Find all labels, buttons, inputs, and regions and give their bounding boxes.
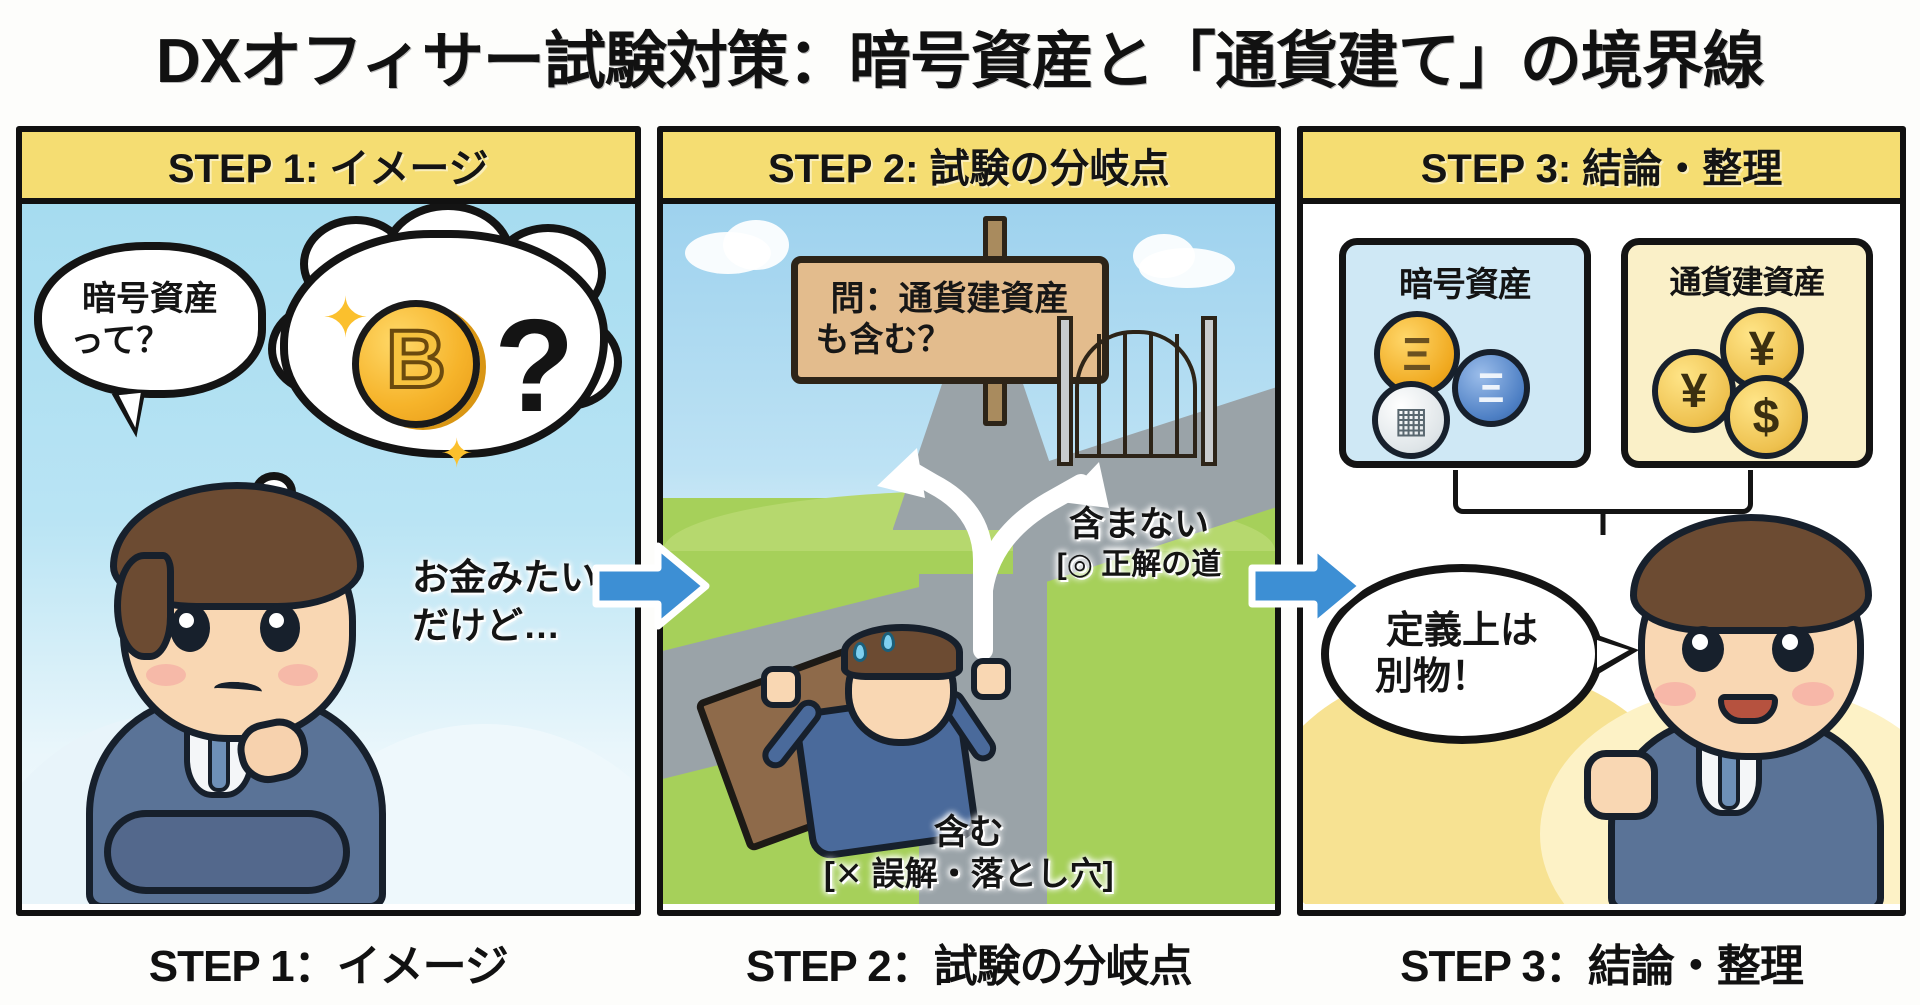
gate-bar <box>1175 334 1180 454</box>
white-fork-arrow-icon <box>876 448 1109 660</box>
character-hand-left <box>760 666 801 708</box>
gate-arch <box>1075 330 1198 458</box>
character-cheek-left <box>1654 682 1696 706</box>
cloud-icon <box>1133 234 1196 278</box>
panel-step3-header: STEP 3: 結論・整理 <box>1303 132 1900 204</box>
character-cheek-right <box>1792 682 1834 706</box>
conclusion-line-1: 定義上は <box>1386 609 1539 652</box>
panel-step1-body: ✦ B ? ✦ 暗号資産 って？ お金みたい だけど… <box>22 204 635 904</box>
card-crypto-assets: 暗号資産 Ξ Ξ ▦ <box>1339 238 1592 468</box>
character-eye-left <box>170 604 210 652</box>
card-currency-denominated-assets: 通貨建資産 ¥ ¥ $ <box>1621 238 1874 468</box>
sweat-drop-icon <box>852 642 867 662</box>
page-title: DXオフィサー試験対策：暗号資産と「通貨建て」の境界線 <box>156 27 1765 96</box>
conclusion-line-2: 別物！ <box>1375 656 1490 698</box>
character-eye-left <box>1682 626 1724 672</box>
note-line-1: お金みたい <box>412 557 597 598</box>
label-wrong-path: 含む [✕ 誤解・落とし穴] <box>663 812 1276 894</box>
gate-bar <box>1149 334 1154 454</box>
character-cheek-left <box>146 664 186 686</box>
card-fiat-label: 通貨建資産 <box>1669 264 1826 300</box>
panel-step2-header: STEP 2: 試験の分岐点 <box>662 132 1276 204</box>
gate-icon <box>1057 316 1218 466</box>
character-cheek-right <box>278 664 318 686</box>
label-correct-main: 含まない <box>1069 505 1210 544</box>
arrow-step2-to-step3 <box>1248 540 1366 630</box>
ethereum-blue-coin-icon: Ξ <box>1452 349 1531 427</box>
label-correct-path: 含まない [◎ 正解の道 <box>1019 504 1259 583</box>
gate-bar <box>1123 334 1128 454</box>
character-falling-businessman <box>694 598 1035 862</box>
character-hair <box>1630 514 1872 634</box>
panel-step2-body: 問：通貨建資産 も含む？ <box>662 204 1276 904</box>
label-wrong-main: 含む <box>933 813 1004 853</box>
question-mark-icon: ? <box>494 292 575 439</box>
speech-bubble-tail <box>111 390 151 440</box>
character-sideburn <box>114 552 174 660</box>
character-eye-right <box>1772 626 1814 672</box>
panel-step1: STEP 1: イメージ ✦ <box>16 126 641 916</box>
cloud-icon <box>722 220 789 270</box>
note-text: お金みたい だけど… <box>412 554 635 650</box>
character-fist <box>1584 750 1658 820</box>
speech-bubble-question: 暗号資産 って？ <box>34 242 266 398</box>
cards-connector-bracket <box>1453 470 1754 514</box>
panel-step3: STEP 3: 結論・整理 暗号資産 Ξ Ξ ▦ 通貨建資産 ¥ ¥ $ <box>1297 126 1906 916</box>
bitcoin-coin-icon: B <box>352 300 480 428</box>
caption-step2: STEP 2：試験の分岐点 <box>745 942 1193 991</box>
panel-step1-header: STEP 1: イメージ <box>22 132 635 204</box>
signboard-question: 問：通貨建資産 も含む？ <box>790 256 1109 384</box>
chip-coin-icon: ▦ <box>1372 381 1451 459</box>
arrow-step1-to-step2 <box>592 540 710 630</box>
label-wrong-note: [✕ 誤解・落とし穴] <box>823 855 1114 893</box>
gate-post-right <box>1201 316 1218 466</box>
panel-step3-body: 暗号資産 Ξ Ξ ▦ 通貨建資産 ¥ ¥ $ 定義上は 別物！ <box>1303 204 1900 904</box>
captions-row: STEP 1：イメージ STEP 2：試験の分岐点 STEP 3：結論・整理 <box>16 930 1906 1000</box>
speech-line-2: って？ <box>70 322 171 360</box>
note-line-2: だけど… <box>412 605 560 647</box>
panels-row: STEP 1: イメージ ✦ <box>16 126 1906 916</box>
character-hand-right <box>970 658 1011 700</box>
gate-post-left <box>1057 316 1074 466</box>
character-confused-businessman <box>42 482 422 904</box>
character-folded-arm <box>104 810 350 894</box>
panel-step2: STEP 2: 試験の分岐点 <box>656 126 1282 916</box>
character-mouth <box>1718 694 1778 724</box>
caption-step1: STEP 1：イメージ <box>148 942 509 991</box>
card-crypto-label: 暗号資産 <box>1399 266 1532 304</box>
bitcoin-symbol: B <box>384 312 447 407</box>
gate-bar <box>1097 334 1102 454</box>
caption-step3: STEP 3：結論・整理 <box>1400 942 1804 991</box>
speech-line-1: 暗号資産 <box>82 279 218 318</box>
sparkle-icon: ✦ <box>440 432 474 476</box>
dollar-coin-icon: $ <box>1724 375 1809 459</box>
signboard-line-2: も含む？ <box>815 321 952 359</box>
label-correct-note: [◎ 正解の道 <box>1056 547 1222 581</box>
speech-bubble-tail <box>1595 634 1640 676</box>
sweat-drop-icon <box>880 632 895 652</box>
signboard-line-1: 問：通貨建資産 <box>830 280 1069 319</box>
character-confident-businessman <box>1576 512 1900 904</box>
character-eye-right <box>260 604 300 652</box>
